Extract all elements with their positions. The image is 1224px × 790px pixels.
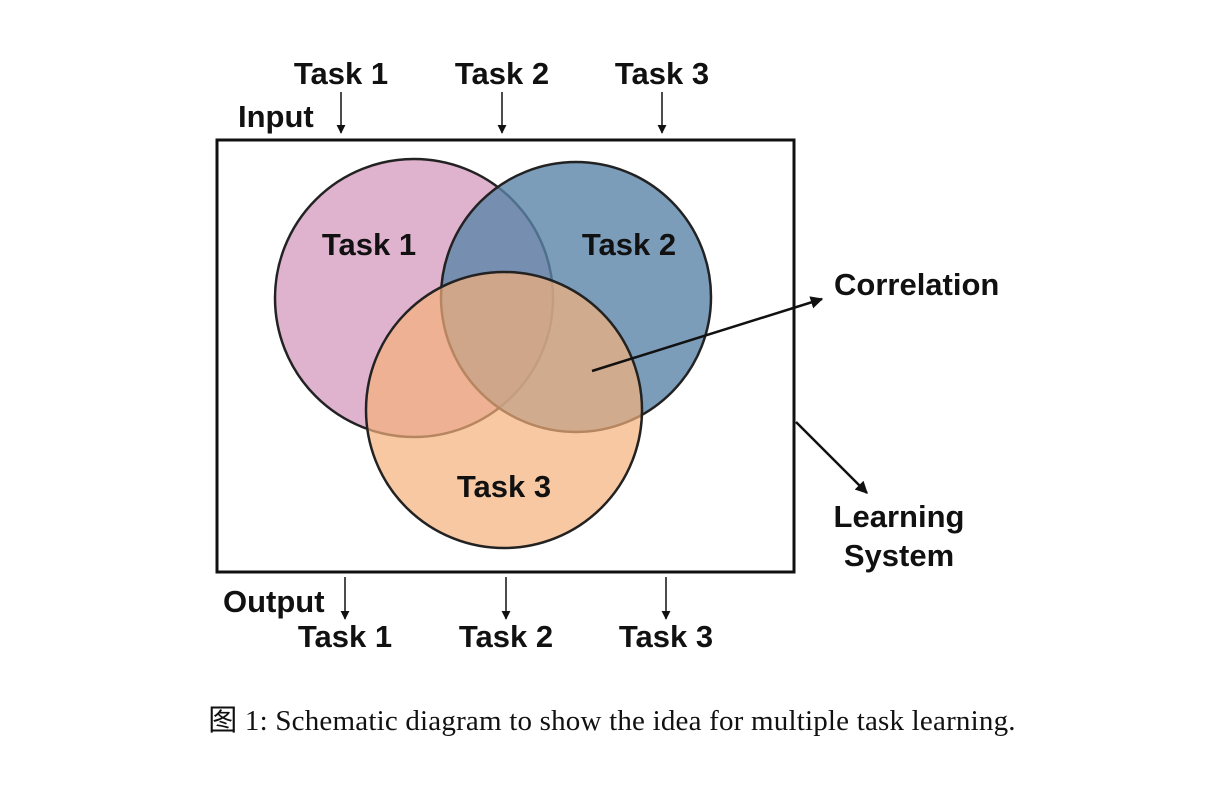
input-heading: Input (238, 99, 314, 134)
circle-task-3-label: Task 3 (457, 469, 551, 504)
output-task-1-label: Task 1 (298, 619, 392, 654)
circle-task-2-label: Task 2 (582, 227, 676, 262)
correlation-label: Correlation (834, 267, 999, 302)
output-task-3-label: Task 3 (619, 619, 713, 654)
task-3-circle (364, 270, 644, 550)
input-task-2-label: Task 2 (455, 56, 549, 91)
input-task-3-label: Task 3 (615, 56, 709, 91)
caption-text: Schematic diagram to show the idea for m… (275, 705, 1016, 737)
multitask-diagram: Input Task 1 Task 2 Task 3 Task 1 Task 2… (215, 56, 999, 654)
learning-system-label-line2: System (844, 538, 954, 573)
output-task-2-label: Task 2 (459, 619, 553, 654)
correlation-arrow (591, 296, 824, 373)
learning-system-arrow (795, 421, 868, 494)
input-task-1-label: Task 1 (294, 56, 388, 91)
circle-task-1-label: Task 1 (322, 227, 416, 262)
output-heading: Output (223, 584, 325, 619)
figure-label: 图 1: (208, 705, 268, 737)
figure-caption: 图 1: Schematic diagram to show the idea … (0, 697, 1224, 739)
learning-system-label-line1: Learning (834, 499, 965, 534)
